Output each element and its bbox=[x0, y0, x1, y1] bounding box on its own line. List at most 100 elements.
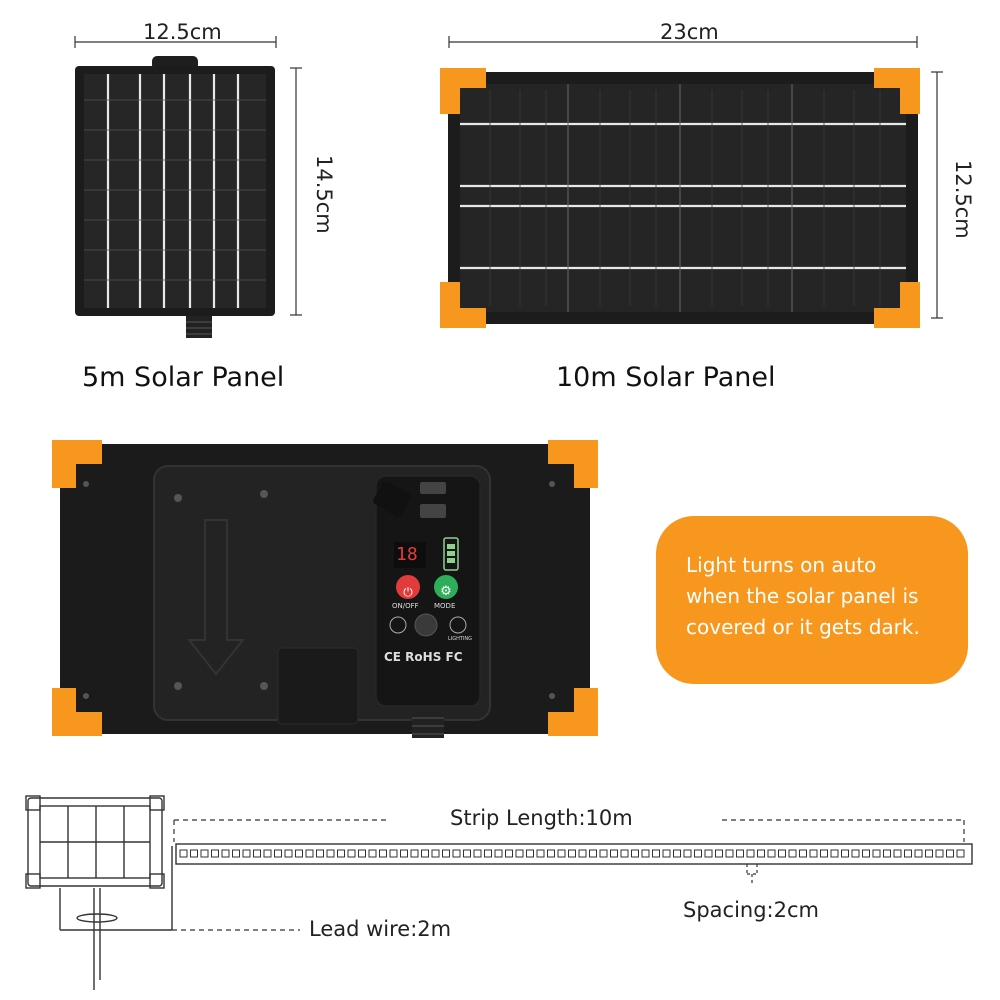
led-chip bbox=[599, 849, 608, 858]
led-chip bbox=[736, 849, 744, 858]
panel-10m-height-label: 12.5cm bbox=[951, 160, 975, 239]
led-chip bbox=[305, 849, 314, 858]
led-chip bbox=[515, 849, 524, 858]
led-chip bbox=[578, 849, 587, 858]
led-chip bbox=[935, 849, 944, 858]
led-chip bbox=[316, 849, 324, 858]
led-chip bbox=[557, 849, 566, 858]
panel-10m-height-dimension bbox=[931, 71, 943, 319]
led-chip bbox=[767, 849, 776, 858]
power-icon[interactable]: ⏻ bbox=[403, 585, 413, 599]
spacing-label: Spacing:2cm bbox=[683, 898, 819, 922]
led-chip bbox=[820, 849, 828, 858]
panel-10m-width-dimension bbox=[448, 36, 918, 48]
led-chip bbox=[757, 849, 765, 858]
led-chip bbox=[673, 849, 681, 858]
led-chip bbox=[694, 849, 702, 858]
led-chip bbox=[715, 849, 723, 858]
led-chip bbox=[589, 849, 597, 858]
mode-label: MODE bbox=[434, 602, 456, 610]
led-chip bbox=[232, 849, 240, 858]
led-chip bbox=[788, 849, 797, 858]
panel-5m-height-label: 14.5cm bbox=[312, 155, 336, 234]
led-chip bbox=[473, 849, 482, 858]
led-chip bbox=[904, 849, 912, 858]
led-chip bbox=[253, 849, 261, 858]
led-chip bbox=[641, 849, 650, 858]
panel-10m-width-label: 23cm bbox=[660, 20, 719, 44]
led-chip bbox=[862, 849, 870, 858]
led-chips bbox=[179, 849, 965, 858]
led-chip bbox=[526, 849, 534, 858]
mode-gear-icon[interactable]: ⚙ bbox=[440, 584, 452, 599]
led-chip bbox=[704, 849, 713, 858]
panel-10m-title: 10m Solar Panel bbox=[556, 362, 776, 393]
panel-5m-image bbox=[75, 56, 275, 338]
certification-marks: CE RoHS FC bbox=[384, 650, 463, 664]
led-chip bbox=[536, 849, 545, 858]
led-chip bbox=[652, 849, 660, 858]
led-chip bbox=[830, 849, 839, 858]
led-chip bbox=[872, 849, 881, 858]
led-chip bbox=[883, 849, 891, 858]
led-chip bbox=[484, 849, 492, 858]
led-chip bbox=[284, 849, 293, 858]
led-chip bbox=[190, 849, 198, 858]
led-chip bbox=[410, 849, 419, 858]
led-chip bbox=[547, 849, 555, 858]
callout-line-1: Light turns on auto bbox=[686, 553, 877, 577]
led-chip bbox=[568, 849, 576, 858]
panel-5m-width-dimension bbox=[74, 36, 277, 48]
product-illustrations bbox=[74, 36, 943, 338]
led-chip bbox=[799, 849, 807, 858]
led-chip bbox=[295, 849, 303, 858]
led-chip bbox=[809, 849, 818, 858]
led-chip bbox=[841, 849, 849, 858]
led-chip bbox=[494, 849, 503, 858]
callout-line-2: when the solar panel is bbox=[686, 584, 919, 608]
led-chip bbox=[956, 849, 965, 858]
led-chip bbox=[463, 849, 471, 858]
led-chip bbox=[358, 849, 366, 858]
led-chip bbox=[662, 849, 671, 858]
on-off-label: ON/OFF bbox=[392, 602, 419, 610]
led-chip bbox=[368, 849, 377, 858]
lead-wire-label: Lead wire:2m bbox=[309, 917, 452, 941]
led-chip bbox=[347, 849, 356, 858]
panel-5m-height-dimension bbox=[290, 67, 302, 316]
lighting-label: LIGHTING bbox=[448, 636, 473, 642]
led-chip bbox=[326, 849, 335, 858]
panel-5m-width-label: 12.5cm bbox=[143, 20, 222, 44]
callout-line-3: covered or it gets dark. bbox=[686, 615, 920, 639]
led-chip bbox=[925, 849, 933, 858]
strip-diagram bbox=[25, 795, 973, 990]
led-chip bbox=[421, 849, 429, 858]
led-chip bbox=[442, 849, 450, 858]
led-chip bbox=[505, 849, 513, 858]
led-chip bbox=[431, 849, 440, 858]
led-chip bbox=[242, 849, 251, 858]
led-chip bbox=[778, 849, 786, 858]
led-chip bbox=[221, 849, 230, 858]
led-chip bbox=[200, 849, 209, 858]
led-chip bbox=[746, 849, 755, 858]
led-chip bbox=[725, 849, 734, 858]
led-chip bbox=[631, 849, 639, 858]
led-chip bbox=[379, 849, 387, 858]
led-chip bbox=[620, 849, 629, 858]
led-chip bbox=[946, 849, 954, 858]
led-chip bbox=[389, 849, 398, 858]
led-chip bbox=[893, 849, 902, 858]
led-chip bbox=[211, 849, 219, 858]
auto-light-callout: Light turns on auto when the solar panel… bbox=[656, 516, 968, 684]
led-chip bbox=[179, 849, 188, 858]
led-chip bbox=[851, 849, 860, 858]
led-chip bbox=[683, 849, 692, 858]
led-chip bbox=[263, 849, 272, 858]
led-chip bbox=[274, 849, 282, 858]
led-chip bbox=[914, 849, 923, 858]
led-display: 18 bbox=[396, 544, 418, 565]
led-chip bbox=[610, 849, 618, 858]
led-chip bbox=[400, 849, 408, 858]
strip-length-label: Strip Length:10m bbox=[450, 806, 633, 830]
